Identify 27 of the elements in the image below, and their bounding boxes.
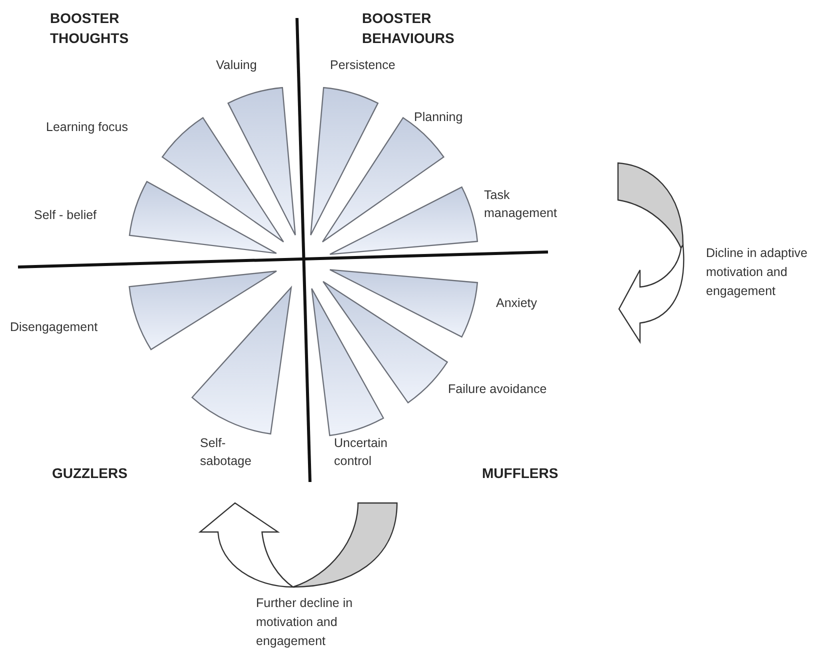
wedge-label: Planning: [414, 109, 464, 126]
wedge-label: Persistence: [330, 57, 396, 74]
wedge-label: Learning focus: [46, 119, 130, 136]
wedge-label: Disengagement: [10, 319, 99, 336]
wedge-label: Self - belief: [34, 207, 98, 224]
wedge: [311, 288, 384, 436]
wedge-label: Uncertain control: [334, 435, 388, 470]
wedge-label: Failure avoidance: [448, 381, 548, 398]
wedge-label: Task management: [484, 187, 558, 222]
wedge: [329, 186, 478, 255]
wedge: [128, 181, 277, 254]
wedge-label: Self- sabotage: [200, 435, 252, 470]
wedge-label: Anxiety: [496, 295, 538, 312]
wedge: [162, 117, 284, 242]
wedge: [322, 280, 448, 404]
wedge: [310, 87, 378, 236]
quadrant-heading: BOOSTER BEHAVIOURS: [362, 9, 456, 48]
wedge: [228, 87, 296, 236]
wedge-label: Valuing: [216, 57, 258, 74]
wedge: [128, 270, 278, 350]
quadrant-heading: BOOSTER THOUGHTS: [50, 9, 130, 48]
wedge: [329, 269, 478, 338]
arrow-caption: Dicline in adaptive motivation and engagement: [706, 245, 808, 300]
quadrant-heading: MUFFLERS: [482, 464, 560, 483]
arrow-caption: Further decline in motivation and engagement: [256, 595, 354, 650]
wedge: [192, 286, 292, 434]
quadrant-heading: GUZZLERS: [52, 464, 128, 483]
